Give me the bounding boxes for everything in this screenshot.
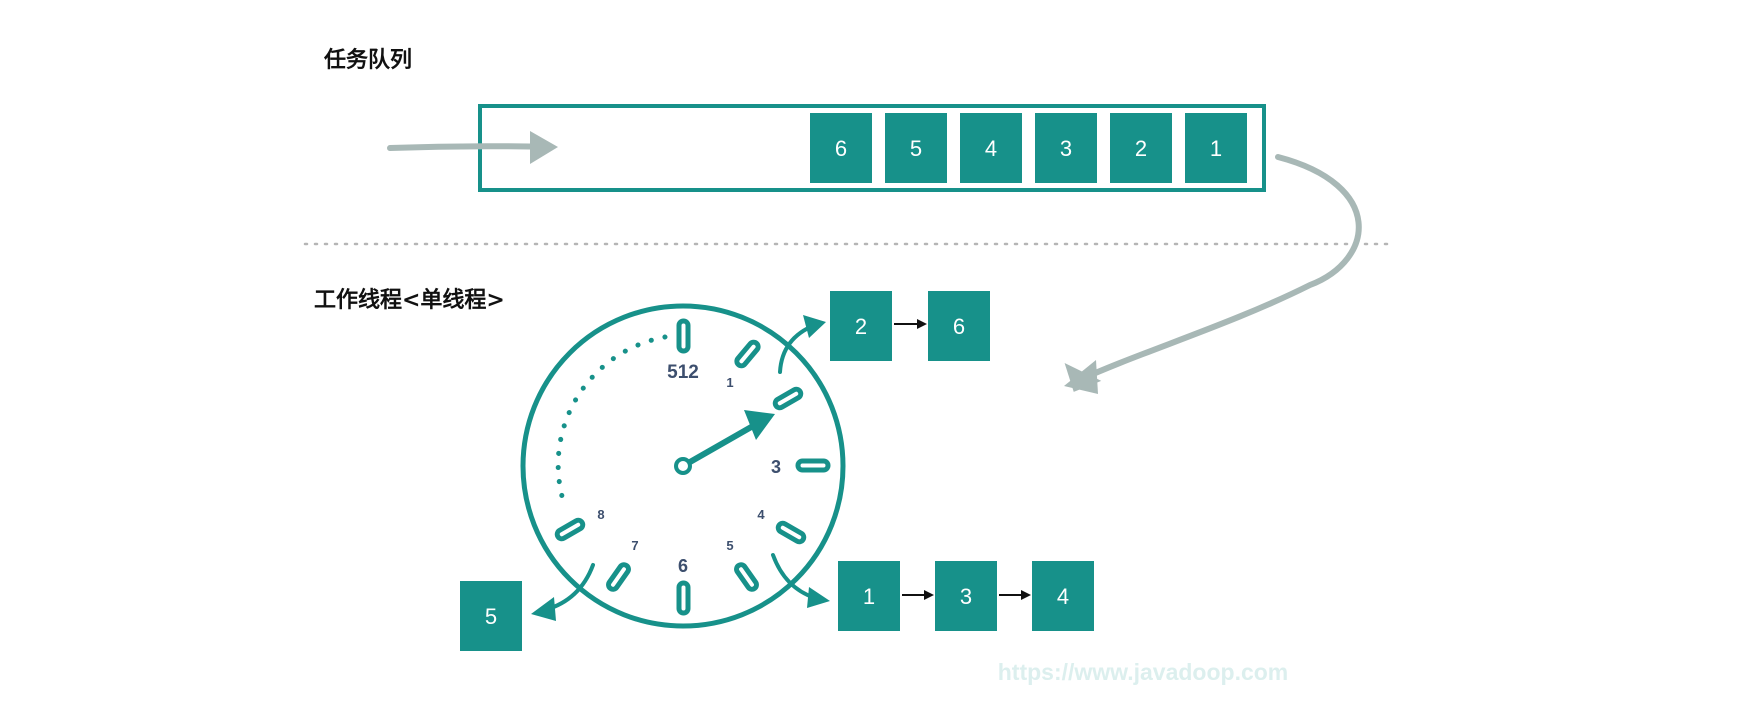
tick-mark bbox=[606, 562, 631, 592]
queue-task-label: 1 bbox=[1210, 136, 1222, 161]
dial-label-512: 512 bbox=[667, 362, 699, 383]
slot-task-box: 5 bbox=[460, 581, 522, 651]
slot-task-label: 3 bbox=[960, 584, 972, 609]
queue-task-label: 2 bbox=[1135, 136, 1147, 161]
queue-task-box: 3 bbox=[1035, 113, 1097, 183]
slot-task-box: 1 bbox=[838, 561, 900, 631]
queue-task-box: 4 bbox=[960, 113, 1022, 183]
dial-label-8: 8 bbox=[597, 507, 604, 522]
slot-task-label: 6 bbox=[953, 314, 965, 339]
dial-label-7: 7 bbox=[631, 538, 638, 553]
worker-thread-label: 工作线程<单线程> bbox=[314, 287, 505, 313]
slot-task-label: 1 bbox=[863, 584, 875, 609]
slot-task-label: 2 bbox=[855, 314, 867, 339]
queue-task-label: 4 bbox=[985, 136, 997, 161]
slot-task-label: 5 bbox=[485, 604, 497, 629]
slot4-list-arrow bbox=[771, 553, 830, 608]
task-queue-label: 任务队列 bbox=[323, 47, 412, 73]
slot-task-box: 2 bbox=[830, 291, 892, 361]
timing-wheel bbox=[520, 303, 846, 629]
tick-mark bbox=[676, 318, 691, 354]
queue-task-label: 6 bbox=[835, 136, 847, 161]
remaining-slots-dots bbox=[555, 334, 668, 503]
slot7-list-arrow bbox=[531, 563, 595, 621]
queue-task-box: 5 bbox=[885, 113, 947, 183]
dial-label-4: 4 bbox=[757, 507, 765, 522]
queue-task-box: 2 bbox=[1110, 113, 1172, 183]
slot1-list-arrow bbox=[778, 315, 826, 374]
dial-label-3: 3 bbox=[771, 457, 781, 477]
enqueue-arrow bbox=[387, 131, 558, 164]
queue-task-label: 5 bbox=[910, 136, 922, 161]
tick-mark bbox=[775, 520, 807, 545]
tick-mark bbox=[734, 339, 761, 369]
wheel-ticks bbox=[554, 318, 831, 616]
dequeue-arrow bbox=[1064, 154, 1362, 394]
slot-task-box: 3 bbox=[935, 561, 997, 631]
dial-label-1: 1 bbox=[726, 375, 733, 390]
watermark-url: https://www.javadoop.com bbox=[998, 659, 1289, 685]
slot-task-label: 4 bbox=[1057, 584, 1069, 609]
tick-mark bbox=[795, 458, 831, 473]
dial-label-5: 5 bbox=[726, 538, 733, 553]
tick-mark bbox=[734, 562, 759, 592]
dial-label-6: 6 bbox=[678, 556, 688, 576]
wheel-pointer-hand bbox=[674, 410, 775, 475]
queue-task-label: 3 bbox=[1060, 136, 1072, 161]
queue-task-box: 6 bbox=[810, 113, 872, 183]
queue-task-box: 1 bbox=[1185, 113, 1247, 183]
tick-mark bbox=[554, 517, 586, 542]
slot-task-box: 6 bbox=[928, 291, 990, 361]
slot-task-box: 4 bbox=[1032, 561, 1094, 631]
tick-mark bbox=[772, 386, 804, 411]
tick-mark bbox=[676, 580, 691, 616]
